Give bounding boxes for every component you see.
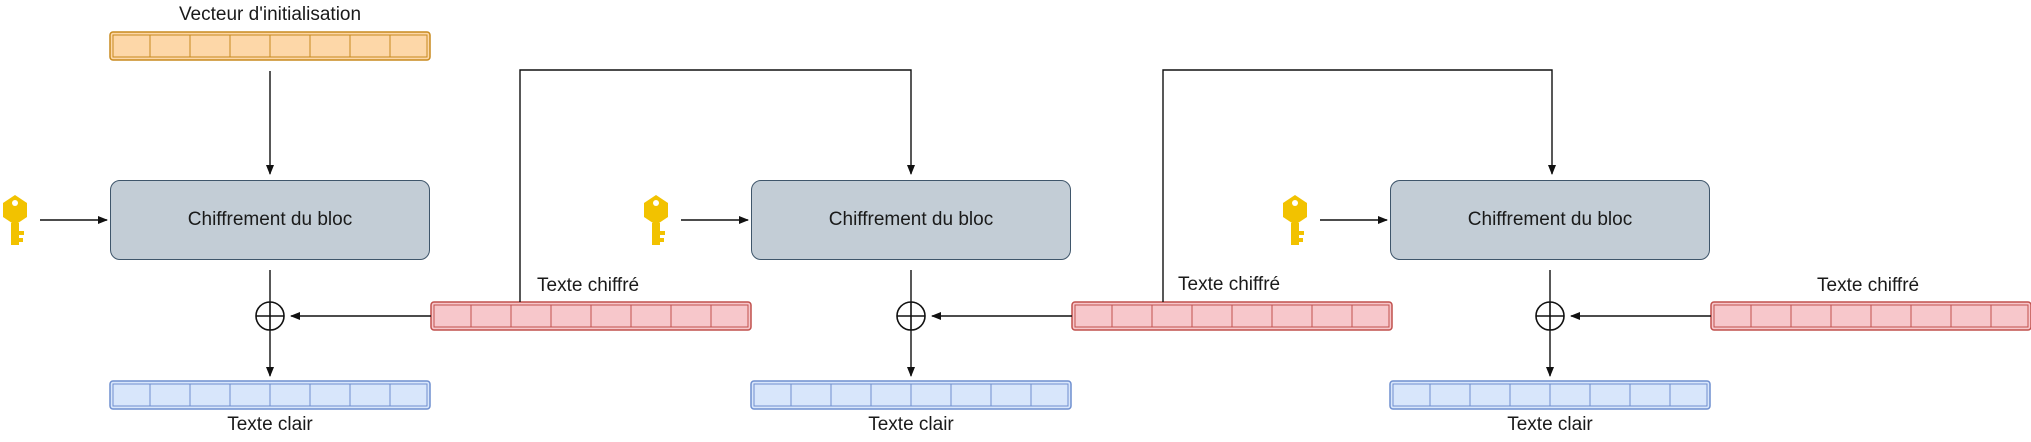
xor-icon (896, 301, 926, 331)
key-icon (3, 195, 27, 245)
ciphertext-block (1071, 301, 1393, 331)
key-icon (1283, 195, 1307, 245)
ciphertext-block (430, 301, 752, 331)
block-cipher-box: Chiffrement du bloc (751, 180, 1071, 260)
plaintext-block (750, 380, 1072, 410)
plaintext-label: Texte clair (227, 414, 313, 435)
key-icon (644, 195, 668, 245)
feedback-arrow (1162, 69, 1556, 302)
block-cipher-box: Chiffrement du bloc (1390, 180, 1710, 260)
block-cipher-box: Chiffrement du bloc (110, 180, 430, 260)
xor-icon (255, 301, 285, 331)
plaintext-label: Texte clair (868, 414, 954, 435)
plaintext-block (1389, 380, 1711, 410)
ciphertext-label: Texte chiffré (1178, 274, 1281, 295)
feedback-arrow (519, 69, 915, 302)
ciphertext-label: Texte chiffré (1817, 275, 1920, 296)
plaintext-block (109, 380, 431, 410)
iv-label: Vecteur d'initialisation (178, 4, 362, 25)
iv-block (109, 31, 431, 61)
ciphertext-block (1710, 301, 2031, 331)
plaintext-label: Texte clair (1507, 414, 1593, 435)
xor-icon (1535, 301, 1565, 331)
ciphertext-label: Texte chiffré (537, 275, 640, 296)
